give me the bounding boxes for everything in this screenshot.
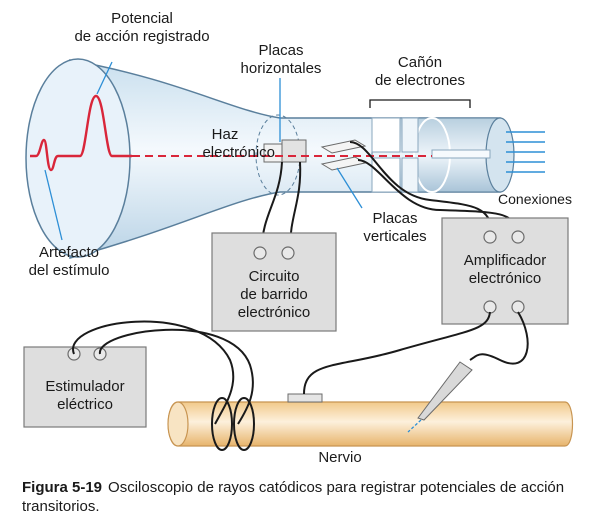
leader-plates-v bbox=[336, 167, 363, 209]
horizontal-plates-back bbox=[281, 139, 307, 163]
leader-potential bbox=[96, 61, 113, 95]
terminal-amp-in-1 bbox=[483, 230, 497, 244]
figure-number: Figura 5-19 bbox=[22, 479, 103, 496]
nerve-end bbox=[167, 401, 189, 447]
label-potential: Potencial bbox=[111, 10, 173, 27]
terminal-amp-out-2 bbox=[511, 300, 525, 314]
gun-part-4 bbox=[401, 157, 419, 193]
wire-stim-1 bbox=[72, 320, 235, 425]
label-nerve: Nervio bbox=[318, 449, 362, 466]
oscilloscope-diagram bbox=[23, 58, 574, 451]
gun-filament bbox=[431, 149, 491, 159]
stim-electrode-ring-1 bbox=[211, 397, 233, 451]
amplifier-box bbox=[441, 217, 569, 325]
label-plates-vertical: Placas verticales bbox=[363, 210, 427, 245]
figure-caption-text: Osciloscopio de rayos catódicos para reg… bbox=[22, 479, 565, 515]
ground-electrode bbox=[287, 393, 323, 403]
leader-artifact bbox=[44, 169, 63, 241]
amplifier-label: Amplificador electrónico bbox=[463, 252, 547, 287]
gun-wires bbox=[506, 131, 545, 173]
terminal-sweep-2 bbox=[281, 246, 295, 260]
terminal-sweep-1 bbox=[253, 246, 267, 260]
label-plates-horizontal: Placas horizontales bbox=[240, 42, 322, 77]
stimulator-label: Estimulador eléctrico bbox=[45, 378, 125, 413]
terminal-amp-out-1 bbox=[483, 300, 497, 314]
recording-electrode-tip bbox=[407, 419, 422, 433]
gun-part-3 bbox=[401, 117, 419, 153]
action-potential-trace bbox=[30, 94, 132, 172]
label-electron-gun: Cañón de electrones bbox=[374, 54, 466, 89]
nerve bbox=[167, 401, 574, 447]
sweep-circuit-label: Circuito de barrido electrónico bbox=[237, 268, 311, 321]
wire-electrode bbox=[469, 311, 529, 365]
label-connections: Conexiones bbox=[498, 191, 572, 207]
recording-electrode bbox=[417, 361, 473, 421]
terminal-amp-in-2 bbox=[511, 230, 525, 244]
stimulator-box bbox=[23, 346, 147, 428]
crt-screen bbox=[25, 58, 131, 258]
label-beam: Haz electrónico bbox=[202, 126, 275, 161]
sweep-circuit-box bbox=[211, 232, 337, 332]
wire-ground bbox=[303, 311, 491, 395]
label-potential-2: de acción registrado bbox=[74, 28, 210, 45]
terminals bbox=[67, 230, 525, 361]
gun-part-1 bbox=[371, 117, 401, 153]
vertical-plates-lower bbox=[320, 156, 367, 171]
label-artifact: Artefacto del estímulo bbox=[28, 244, 110, 279]
stim-electrode-ring-2 bbox=[233, 397, 255, 451]
gun-bracket bbox=[369, 99, 471, 108]
